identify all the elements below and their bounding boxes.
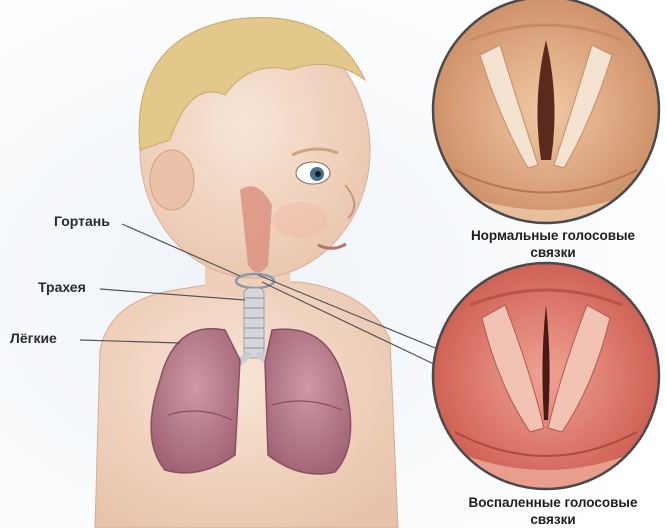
caption-inflamed-line2: связки [440, 511, 666, 528]
pupil [315, 171, 321, 177]
label-lungs: Лёгкие [10, 330, 57, 346]
caption-normal-line2: связки [440, 244, 666, 261]
cheek [272, 202, 328, 238]
label-trachea: Трахея [38, 279, 86, 295]
ear [150, 150, 194, 210]
caption-normal-line1: Нормальные голосовые [440, 227, 666, 244]
label-larynx: Гортань [54, 213, 110, 229]
caption-inflamed: Воспаленные голосовые связки [440, 494, 666, 528]
caption-inflamed-line1: Воспаленные голосовые [440, 494, 666, 511]
caption-normal: Нормальные голосовые связки [440, 227, 666, 261]
